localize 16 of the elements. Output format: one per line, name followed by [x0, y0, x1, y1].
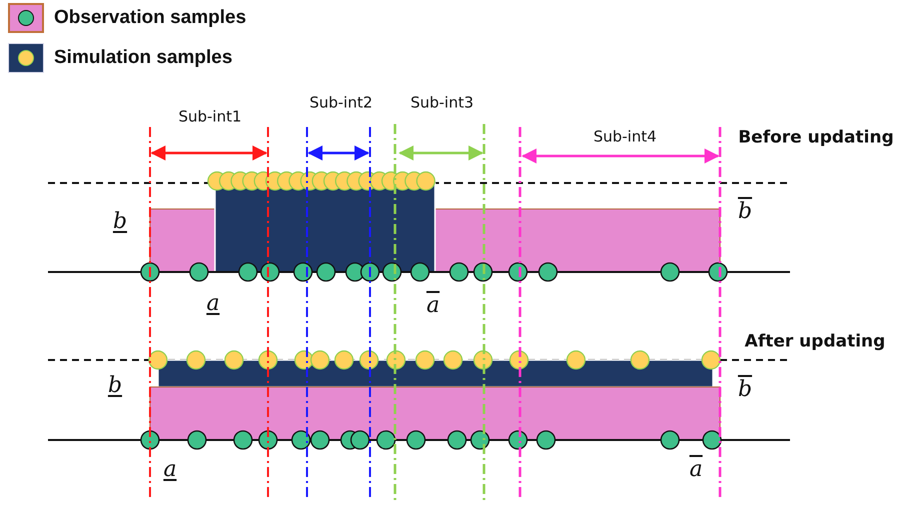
bound-symbol: b — [108, 375, 122, 397]
subinterval-label: Sub-int2 — [309, 96, 373, 110]
legend-label: Simulation samples — [54, 47, 232, 69]
legend-label: Observation samples — [54, 7, 246, 29]
subinterval-label: Sub-int1 — [178, 110, 242, 124]
panel-heading: After updating — [744, 334, 886, 350]
subinterval-label: Sub-int4 — [593, 130, 657, 144]
bound-symbol: b — [112, 211, 128, 233]
bound-symbol: a — [426, 295, 440, 317]
bound-symbol: a — [689, 459, 703, 481]
subinterval-label: Sub-int3 — [410, 96, 474, 110]
bound-symbol: b — [738, 201, 752, 223]
panel-heading: Before updating — [738, 130, 894, 146]
bound-symbol: b — [738, 379, 752, 401]
bound-symbol: a — [206, 293, 220, 315]
bound-symbol: a — [163, 459, 177, 481]
